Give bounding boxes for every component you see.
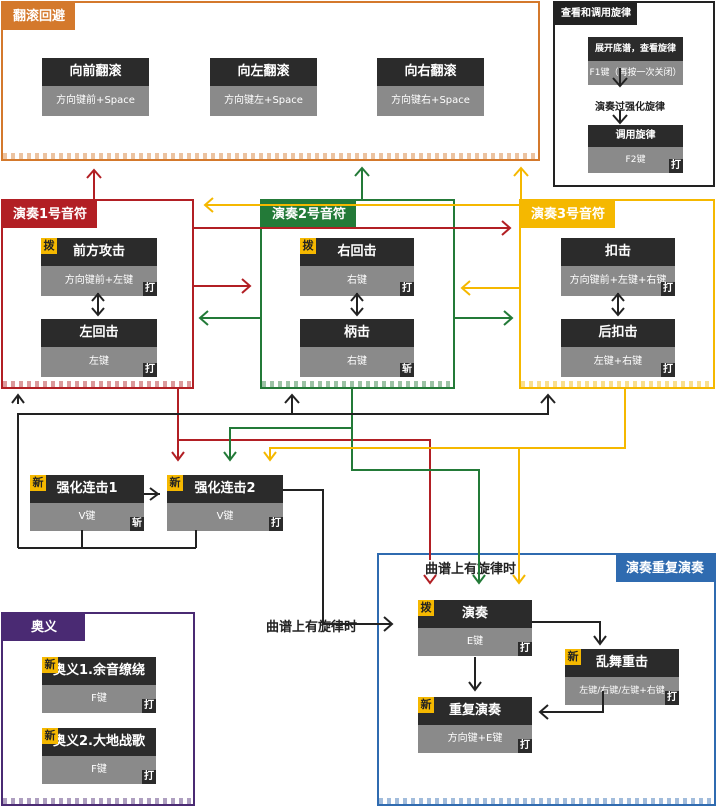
card-title: 奥义2.大地战歌 <box>42 728 156 756</box>
card-key: 方向键前+左键 <box>41 266 157 296</box>
melody-view-title: 查看和调用旋律 <box>555 3 637 25</box>
card-call-melody: 调用旋律 F2键 打 <box>588 125 683 173</box>
card-key: 方向键右+Space <box>377 86 484 116</box>
type-badge: 打 <box>400 282 414 296</box>
card-title: 向前翻滚 <box>42 58 149 86</box>
card-title: 乱舞重击 <box>565 649 679 677</box>
card-title: 扣击 <box>561 238 675 266</box>
type-badge: 打 <box>142 770 156 784</box>
card-title: 奥义1.余音缭绕 <box>42 657 156 685</box>
card-title: 展开底谱，查看旋律 <box>588 37 683 61</box>
card-key: 右键 <box>300 347 414 377</box>
card-key: 方向键左+Space <box>210 86 317 116</box>
pluck-badge: 拨 <box>418 600 434 616</box>
card-title: 向右翻滚 <box>377 58 484 86</box>
card-title: 强化连击2 <box>167 475 283 503</box>
roll-region: 翻滚回避 <box>1 1 540 161</box>
new-badge: 新 <box>418 697 434 713</box>
card-roll-left: 向左翻滚 方向键左+Space <box>210 58 317 116</box>
type-badge: 斩 <box>130 517 144 531</box>
card-title: 调用旋律 <box>588 125 683 147</box>
note2-title: 演奏2号音符 <box>262 201 357 228</box>
card-enhanced-combo-1: 强化连击1 V键 新 斩 <box>30 475 144 531</box>
card-back-slam: 后扣击 左键+右键 打 <box>561 319 675 377</box>
type-badge: 打 <box>269 517 283 531</box>
card-title: 重复演奏 <box>418 697 532 725</box>
card-title: 右回击 <box>300 238 414 266</box>
ougi-region: 奥义 <box>1 612 195 806</box>
card-key: F2键 <box>588 147 683 173</box>
card-ougi-2: 奥义2.大地战歌 F键 新 打 <box>42 728 156 784</box>
card-left-counter: 左回击 左键 打 <box>41 319 157 377</box>
card-replay: 重复演奏 方向键+E键 新 打 <box>418 697 532 753</box>
card-key: 方向键前+Space <box>42 86 149 116</box>
type-badge: 打 <box>669 159 683 173</box>
card-roll-forward: 向前翻滚 方向键前+Space <box>42 58 149 116</box>
type-badge: 打 <box>661 282 675 296</box>
repeat-header-label: 曲谱上有旋律时 <box>425 562 517 577</box>
card-key: 方向键+E键 <box>418 725 532 753</box>
type-badge: 斩 <box>400 363 414 377</box>
card-title: 强化连击1 <box>30 475 144 503</box>
type-badge: 打 <box>142 699 156 713</box>
card-key: 右键 <box>300 266 414 296</box>
card-title: 后扣击 <box>561 319 675 347</box>
card-key: F1键（再按一次关闭） <box>588 61 683 85</box>
card-key: 左键+右键 <box>561 347 675 377</box>
card-enhanced-combo-2: 强化连击2 V键 新 打 <box>167 475 283 531</box>
card-title: 演奏 <box>418 600 532 628</box>
card-title: 柄击 <box>300 319 414 347</box>
card-hilt-strike: 柄击 右键 斩 <box>300 319 414 377</box>
card-slam: 扣击 方向键前+左键+右键 打 <box>561 238 675 296</box>
card-title: 左回击 <box>41 319 157 347</box>
type-badge: 打 <box>661 363 675 377</box>
type-badge: 打 <box>143 282 157 296</box>
card-key: V键 <box>30 503 144 531</box>
card-key: 左键/右键/左键+右键 <box>565 677 679 705</box>
card-key: E键 <box>418 628 532 656</box>
card-play: 演奏 E键 拨 打 <box>418 600 532 656</box>
card-roll-right: 向右翻滚 方向键右+Space <box>377 58 484 116</box>
new-badge: 新 <box>42 728 58 744</box>
new-badge: 新 <box>167 475 183 491</box>
card-key: 左键 <box>41 347 157 377</box>
pluck-badge: 拨 <box>300 238 316 254</box>
card-frenzy-strike: 乱舞重击 左键/右键/左键+右键 新 打 <box>565 649 679 705</box>
card-key: F键 <box>42 756 156 784</box>
card-key: F键 <box>42 685 156 713</box>
card-key: 方向键前+左键+右键 <box>561 266 675 296</box>
card-title: 前方攻击 <box>41 238 157 266</box>
repeat-region: 演奏重复演奏 <box>377 553 716 806</box>
pluck-badge: 拨 <box>41 238 57 254</box>
type-badge: 打 <box>665 691 679 705</box>
new-badge: 新 <box>42 657 58 673</box>
new-badge: 新 <box>565 649 581 665</box>
type-badge: 打 <box>143 363 157 377</box>
repeat-title: 演奏重复演奏 <box>615 555 714 582</box>
card-front-attack: 前方攻击 方向键前+左键 拨 打 <box>41 238 157 296</box>
card-title: 向左翻滚 <box>210 58 317 86</box>
melody-view-region: 查看和调用旋律 <box>553 1 715 187</box>
ougi-title: 奥义 <box>3 614 86 641</box>
card-key: V键 <box>167 503 283 531</box>
roll-region-title: 翻滚回避 <box>3 3 76 30</box>
note1-title: 演奏1号音符 <box>3 201 98 228</box>
note1-region: 演奏1号音符 <box>1 199 194 389</box>
note3-title: 演奏3号音符 <box>521 201 616 228</box>
card-open-score: 展开底谱，查看旋律 F1键（再按一次关闭） <box>588 37 683 85</box>
card-right-counter: 右回击 右键 拨 打 <box>300 238 414 296</box>
new-badge: 新 <box>30 475 46 491</box>
when-melody-label: 曲谱上有旋律时 <box>266 620 358 635</box>
melody-played-label: 演奏过强化旋律 <box>595 102 665 113</box>
type-badge: 打 <box>518 739 532 753</box>
note3-region: 演奏3号音符 <box>519 199 715 389</box>
type-badge: 打 <box>518 642 532 656</box>
card-ougi-1: 奥义1.余音缭绕 F键 新 打 <box>42 657 156 713</box>
